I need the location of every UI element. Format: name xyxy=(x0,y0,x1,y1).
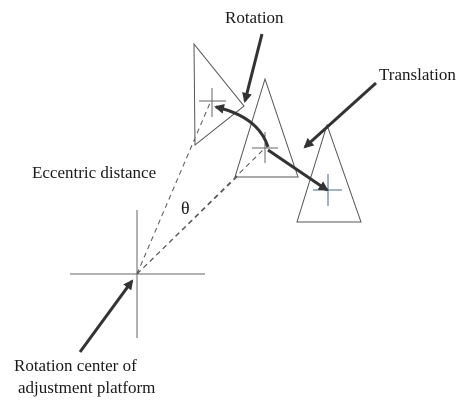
rotation-curve-arrow xyxy=(214,103,270,148)
rotation-label: Rotation xyxy=(225,8,284,27)
translation-path-arrow xyxy=(267,148,329,192)
triangle-translated xyxy=(296,123,362,223)
translation-label: Translation xyxy=(379,65,456,84)
eccentric-dashed-lines xyxy=(136,102,266,275)
rotation-callout-arrow xyxy=(242,33,264,103)
triangle-rotated xyxy=(193,42,245,147)
rotation-center-label-line1: Rotation center of xyxy=(14,356,137,375)
translation-callout-arrow xyxy=(303,81,378,149)
theta-label: θ xyxy=(181,198,190,218)
rotation-center-callout-arrow xyxy=(78,279,134,353)
rotation-center-label-line2: adjustment platform xyxy=(18,378,155,397)
eccentric-distance-label: Eccentric distance xyxy=(32,163,156,182)
